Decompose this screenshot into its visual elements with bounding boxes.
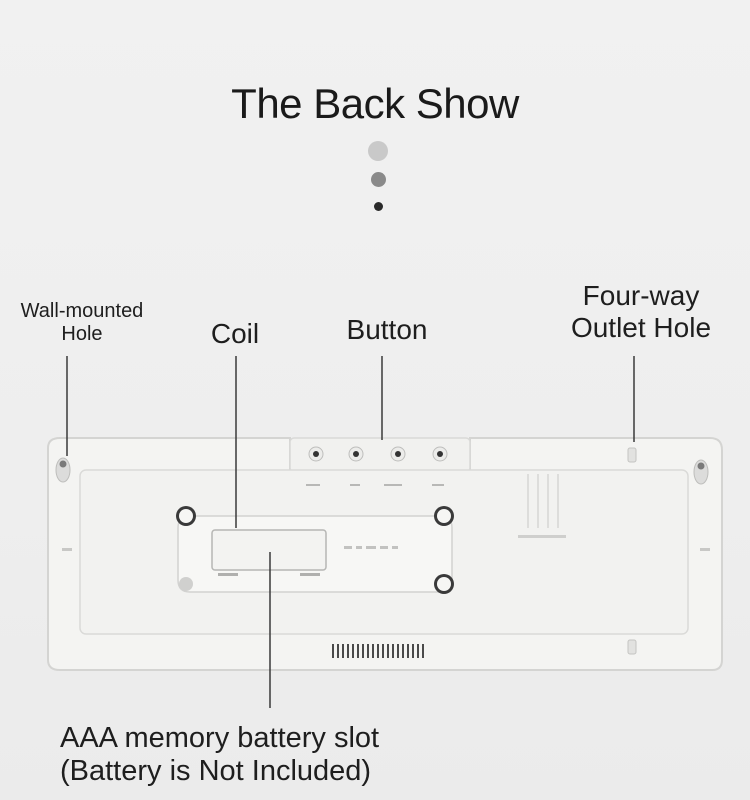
wall-mounted-hole-label: Wall-mounted Hole <box>4 300 160 346</box>
battery-label-line-2: (Battery is Not Included) <box>60 755 372 788</box>
wall-hole-right-icon <box>693 459 709 485</box>
wall-hole-label-line-1: Wall-mounted <box>20 300 144 322</box>
wall-hole-label-line-2: Hole <box>61 323 103 345</box>
button-holes <box>308 446 448 462</box>
outlet-hole-top <box>627 447 637 463</box>
battery-slot-label: AAA memory battery slot (Battery is Not … <box>60 722 490 789</box>
decorative-dot-medium <box>371 172 386 187</box>
outlet-hole-bottom <box>627 639 637 655</box>
wall-hole-left-icon <box>55 457 71 483</box>
outlet-label-line-2: Outlet Hole <box>570 312 712 344</box>
battery-label-line-1: AAA memory battery slot <box>60 722 380 754</box>
coil-battery-slot <box>211 529 327 571</box>
decorative-dot-light <box>368 141 388 161</box>
speaker-grille <box>332 644 424 658</box>
coil-label: Coil <box>210 318 260 349</box>
page-title: The Back Show <box>231 80 519 127</box>
outlet-hole-label: Four-way Outlet Hole <box>556 280 726 344</box>
outlet-label-line-1: Four-way <box>582 280 700 311</box>
decorative-dot-dark <box>374 202 383 211</box>
button-label: Button <box>346 314 428 345</box>
leader-lines <box>66 356 635 708</box>
